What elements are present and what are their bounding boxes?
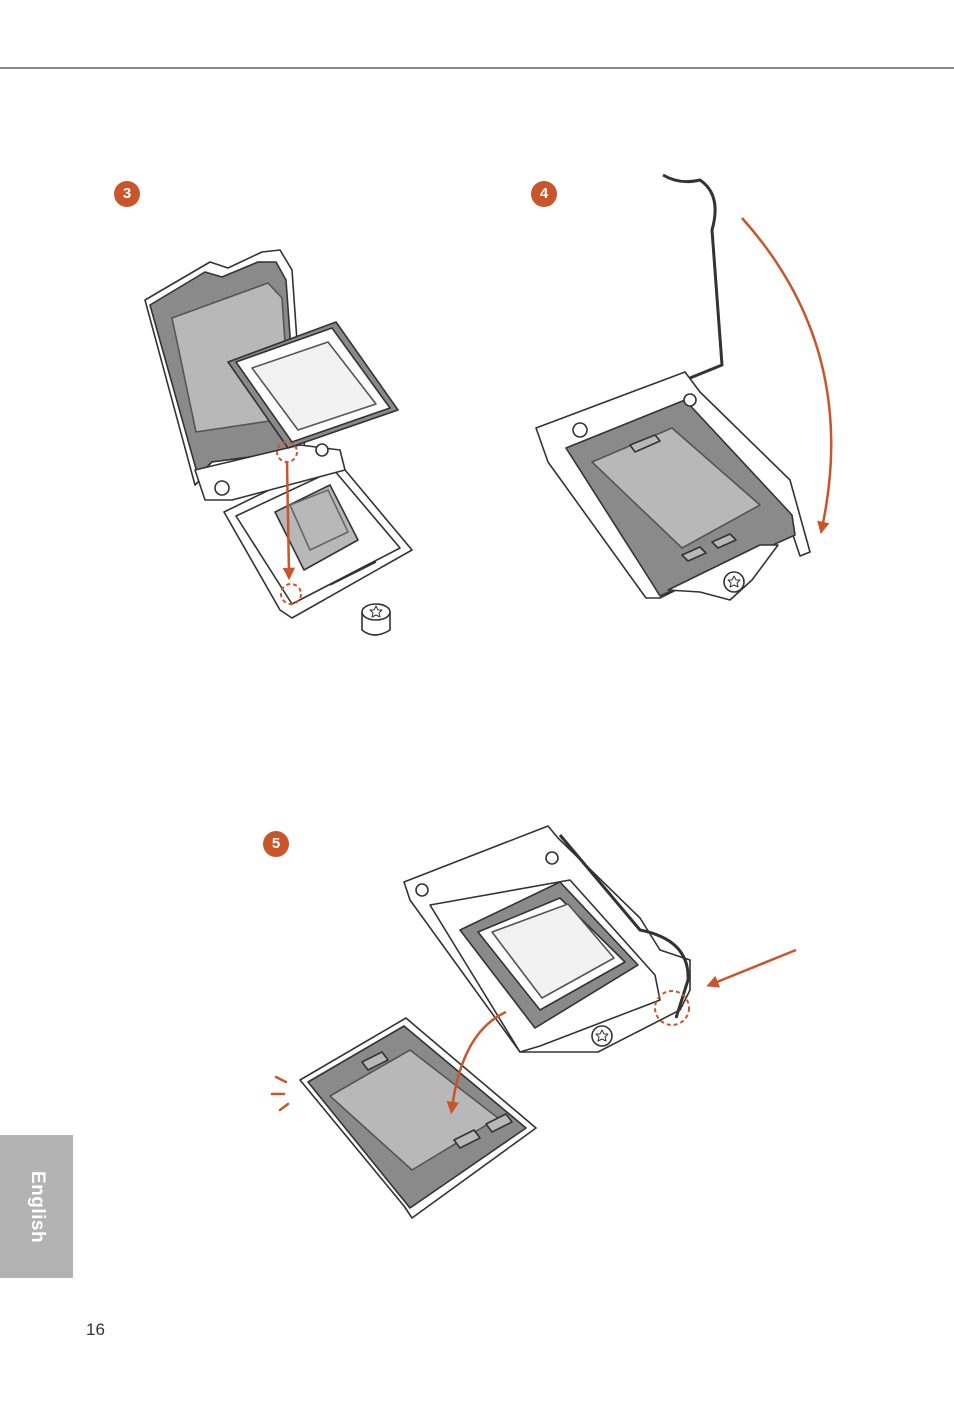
step-5-illustration	[272, 826, 796, 1218]
step-3-illustration	[145, 250, 412, 635]
load-lever	[663, 175, 722, 378]
socket-screw	[362, 604, 390, 635]
step-4-illustration	[536, 175, 831, 600]
language-tab: English	[0, 1135, 73, 1278]
motion-marks	[272, 1077, 288, 1110]
socket-base	[195, 444, 412, 618]
page-number: 16	[86, 1320, 105, 1340]
pnp-cap	[300, 1018, 536, 1218]
lever-lock-arrow	[712, 950, 796, 984]
language-tab-label: English	[26, 1170, 48, 1242]
